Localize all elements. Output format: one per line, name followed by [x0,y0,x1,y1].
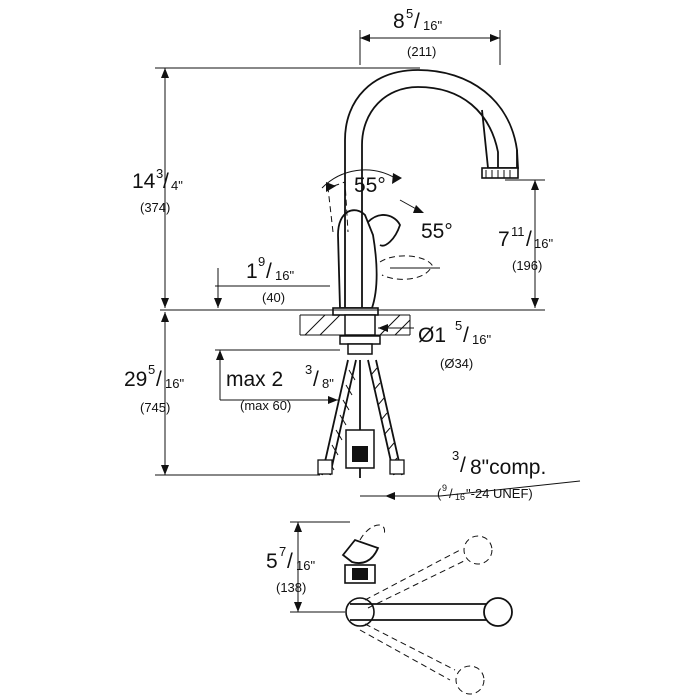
faucet-top-view [290,521,513,695]
connection-thread-num: 9 [442,483,447,493]
top-view-depth-num: 7 [279,544,286,559]
svg-text:/: / [163,170,169,193]
dimension-lines [155,30,581,500]
spout-height-whole: 7 [498,228,510,251]
deck-thickness-label: max 2 3 / 8" (max 60) [226,362,334,413]
deck-thickness-mm: (max 60) [240,398,291,413]
top-width-label: 8 5 / 16" (211) [393,6,442,59]
hose-length-whole: 29 [124,368,147,391]
total-height-den: 4" [171,178,183,193]
deck-thickness-den: 8" [322,376,334,391]
hose-length-label: 29 5 / 16" (745) [124,362,184,415]
lever-clearance-mm: (40) [262,290,285,305]
lever-clearance-whole: 1 [246,260,258,283]
hole-diameter-prefix: Ø1 [418,324,446,347]
hose-length-mm: (745) [140,400,170,415]
top-view-depth-mm: (138) [276,580,306,595]
hole-diameter-den: 16" [472,332,491,347]
total-height-label: 14 3 / 4" (374) [132,166,183,215]
svg-text:/: / [449,486,453,501]
top-width-den: 16" [423,18,442,33]
top-width-whole: 8 [393,10,405,33]
supply-hoses [317,359,405,478]
spout-height-num: 11 [511,224,525,239]
handle-angle-right: 55° [421,220,453,243]
svg-text:/: / [287,550,293,573]
top-width-mm: (211) [407,44,436,59]
hose-length-den: 16" [165,376,184,391]
lever-clearance-num: 9 [258,254,265,269]
hole-diameter-label: Ø1 5 / 16" (Ø34) [418,318,491,371]
svg-text:/: / [313,368,319,391]
connection-label: 3 / 8"comp. ( 9 / 16 "-24 UNEF) [437,448,546,502]
spout-height-den: 16" [534,236,553,251]
top-view-depth-whole: 5 [266,550,278,573]
hose-length-num: 5 [148,362,155,377]
svg-text:/: / [266,260,272,283]
lever-clearance-den: 16" [275,268,294,283]
connection-den: 8"comp. [470,456,546,479]
svg-text:/: / [463,324,469,347]
svg-text:/: / [414,10,420,33]
top-view-depth-label: 5 7 / 16" (138) [266,544,315,595]
lever-clearance-label: 1 9 / 16" (40) [246,254,294,305]
hole-diameter-mm: (Ø34) [440,356,473,371]
deck-thickness-num: 3 [305,362,312,377]
connection-num: 3 [452,448,459,463]
total-height-whole: 14 [132,170,156,193]
faucet-side-view [321,69,519,316]
svg-text:/: / [156,368,162,391]
spout-height-label: 7 11 / 16" (196) [498,224,553,273]
svg-text:/: / [460,454,466,477]
handle-angle-left: 55° [354,174,386,197]
total-height-num: 3 [156,166,163,181]
top-view-depth-den: 16" [296,558,315,573]
deck-thickness-prefix: max 2 [226,368,283,391]
countertop [160,309,545,355]
svg-text:/: / [526,228,532,251]
connection-open: ( [437,486,442,501]
top-width-num: 5 [406,6,413,21]
total-height-mm: (374) [140,200,170,215]
connection-thread-rest: "-24 UNEF) [466,486,533,501]
hole-diameter-num: 5 [455,318,462,333]
connection-thread-den: 16 [455,492,465,502]
spout-height-mm: (196) [512,258,542,273]
